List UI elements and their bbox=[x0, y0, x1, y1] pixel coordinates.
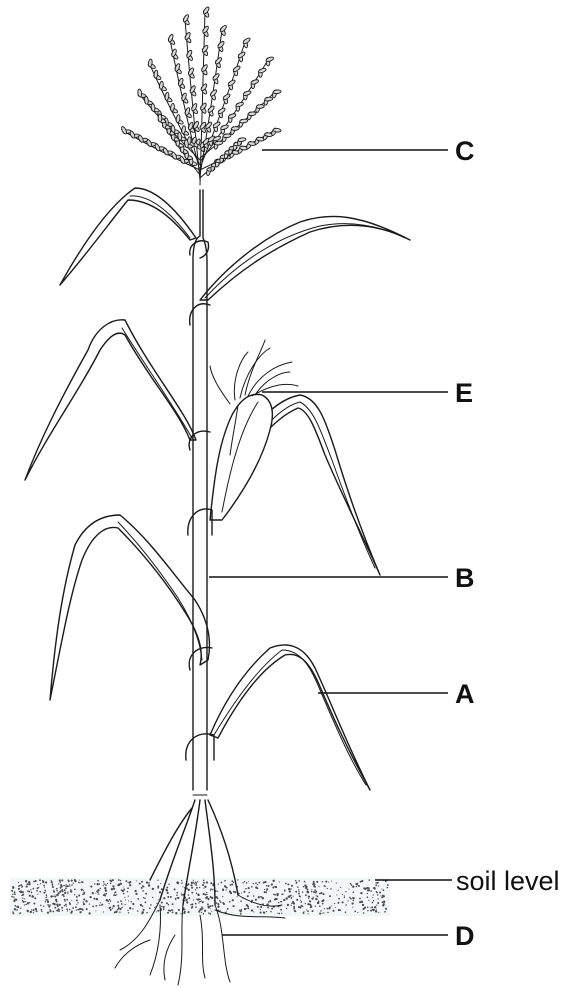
leaf-top-right bbox=[200, 216, 410, 300]
label-d: D bbox=[455, 921, 475, 951]
stem bbox=[186, 190, 214, 795]
cob-with-silk bbox=[210, 340, 298, 520]
tassel bbox=[121, 6, 282, 185]
soil-band bbox=[10, 878, 390, 916]
label-c: C bbox=[455, 136, 475, 166]
leaf-low-right bbox=[210, 645, 370, 790]
label-a: A bbox=[455, 679, 475, 709]
label-soil-level: soil level bbox=[456, 866, 560, 896]
label-b: B bbox=[455, 563, 475, 593]
leaf-mid-left bbox=[25, 320, 196, 480]
leaf-top-left bbox=[60, 188, 196, 285]
leaf-low-left bbox=[50, 515, 209, 700]
label-e: E bbox=[455, 378, 473, 408]
